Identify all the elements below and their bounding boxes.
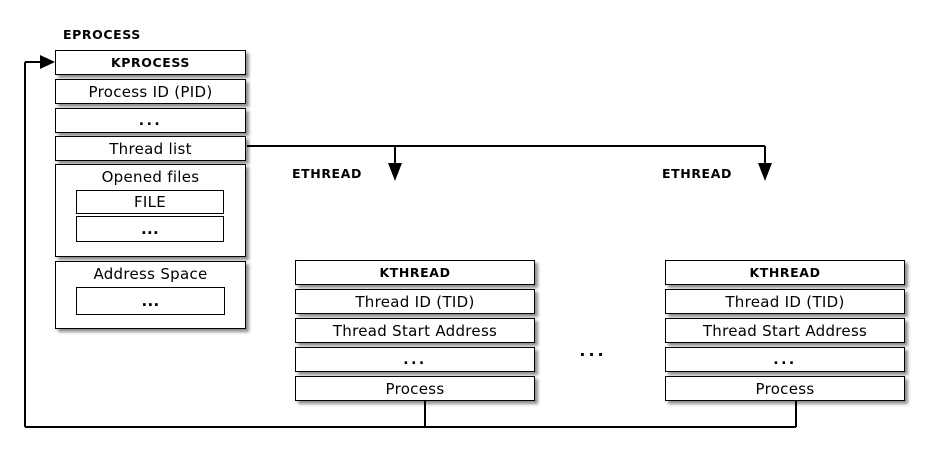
- ethread-right-row-tid: Thread ID (TID): [665, 289, 905, 314]
- ethread-left-row-tid: Thread ID (TID): [295, 289, 535, 314]
- eprocess-row-kprocess: KPROCESS: [55, 50, 246, 75]
- ethread-left-row-ellipsis: ...: [295, 347, 535, 372]
- address-space-label: Address Space: [93, 265, 208, 283]
- eprocess-row-thread-list: Thread list: [55, 136, 246, 161]
- ethread-right-row-ellipsis: ...: [665, 347, 905, 372]
- threads-between-ellipsis: ...: [579, 341, 607, 360]
- ethread-label-right: ETHREAD: [662, 166, 732, 181]
- ethread-left-row-process: Process: [295, 376, 535, 401]
- opened-files-ellipsis-box: ...: [76, 216, 224, 242]
- eprocess-row-ellipsis: ...: [55, 108, 246, 133]
- ethread-left-row-start-address: Thread Start Address: [295, 318, 535, 343]
- opened-files-box: Opened files FILE ...: [55, 164, 246, 257]
- address-space-ellipsis-box: ...: [76, 287, 225, 315]
- ethread-right-row-kthread: KTHREAD: [665, 260, 905, 285]
- right-arrowhead-kprocess: [40, 55, 55, 69]
- down-arrowhead-2: [758, 163, 772, 181]
- ethread-right-row-start-address: Thread Start Address: [665, 318, 905, 343]
- ethread-right-row-process: Process: [665, 376, 905, 401]
- file-box: FILE: [76, 190, 224, 214]
- opened-files-label: Opened files: [101, 168, 200, 186]
- down-arrowhead-1: [388, 163, 402, 181]
- ethread-label-left: ETHREAD: [292, 166, 362, 181]
- eprocess-title: EPROCESS: [63, 27, 141, 42]
- address-space-box: Address Space ...: [55, 261, 246, 329]
- eprocess-row-pid: Process ID (PID): [55, 79, 246, 104]
- ethread-left-row-kthread: KTHREAD: [295, 260, 535, 285]
